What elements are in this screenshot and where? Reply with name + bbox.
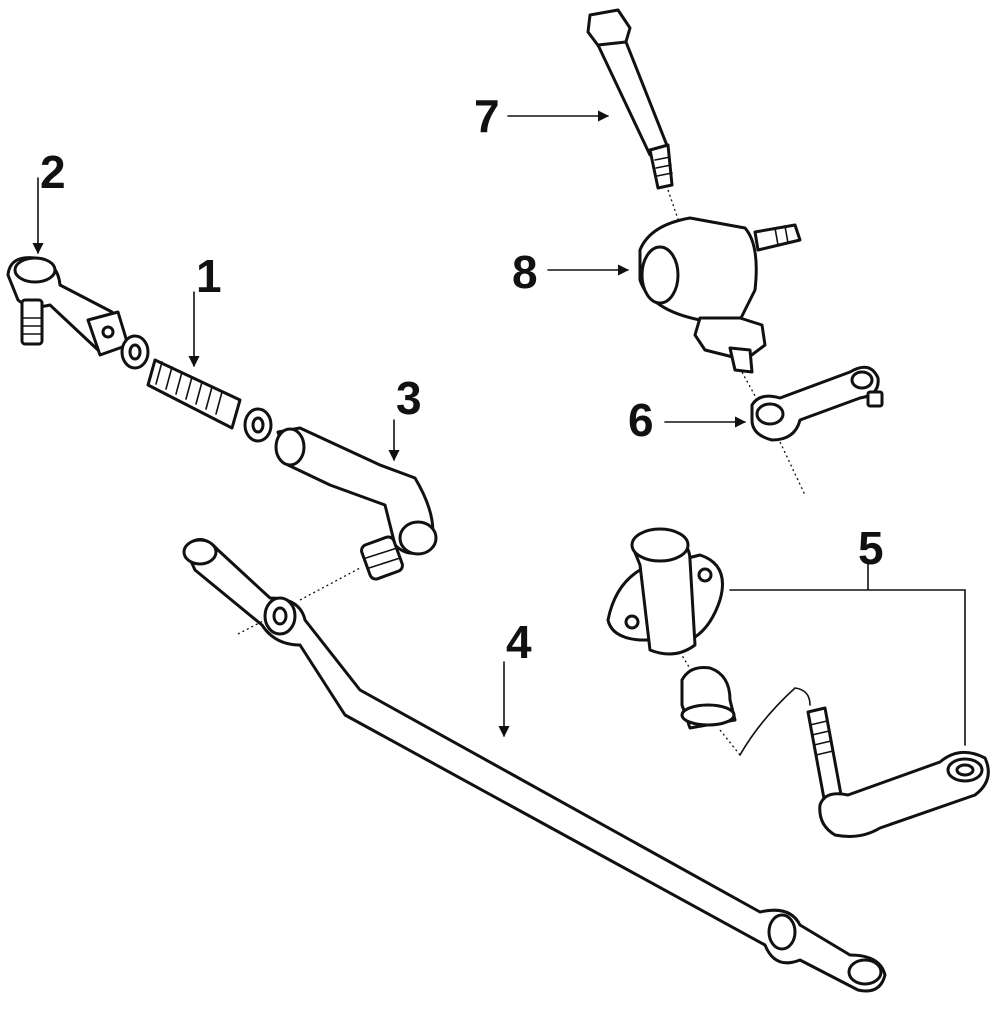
callout-2: 2 xyxy=(40,146,66,198)
leader-lines xyxy=(32,110,966,746)
outer-tie-rod-end xyxy=(6,256,130,357)
callout-7: 7 xyxy=(474,90,500,142)
inner-tie-rod xyxy=(274,426,438,581)
leader-5 xyxy=(729,561,966,746)
callout-5: 5 xyxy=(858,522,884,574)
mounting-bolt xyxy=(586,8,681,226)
callout-4: 4 xyxy=(506,616,532,668)
callout-labels: 2 1 3 4 5 6 7 8 xyxy=(40,90,884,668)
idler-arm-assembly xyxy=(606,527,990,838)
adjuster-sleeve xyxy=(120,334,273,443)
callout-1: 1 xyxy=(196,250,222,302)
idler-arm-bracket xyxy=(638,216,802,406)
callout-3: 3 xyxy=(396,372,422,424)
center-link xyxy=(182,538,887,993)
callout-8: 8 xyxy=(512,246,538,298)
idler-arm xyxy=(750,365,884,496)
callout-6: 6 xyxy=(628,394,654,446)
